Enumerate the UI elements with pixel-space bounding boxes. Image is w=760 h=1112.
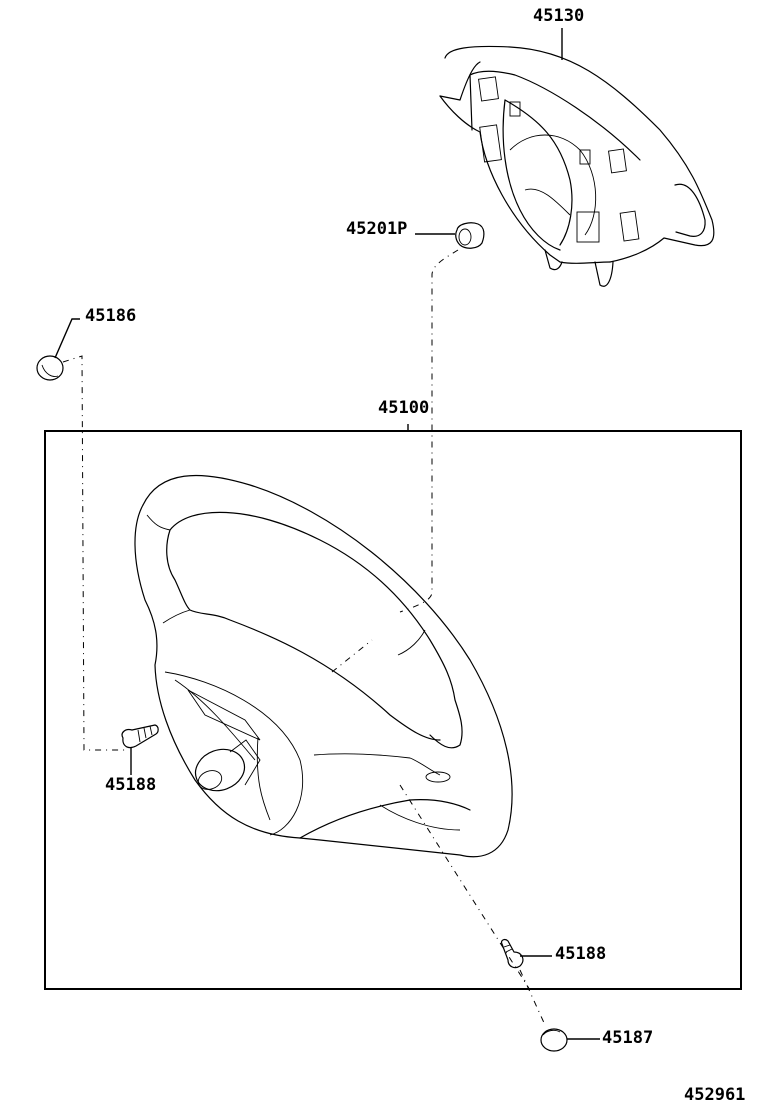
screw-right-drawing (500, 938, 552, 1026)
horn-pad-drawing (439, 28, 715, 287)
figure-number: 452961 (684, 1085, 746, 1105)
part-label-45201p: 45201P (346, 219, 408, 239)
steering-wheel-drawing (134, 474, 531, 991)
part-label-45186: 45186 (85, 306, 137, 326)
part-label-45188-left: 45188 (105, 775, 157, 795)
cap-right-drawing (540, 1028, 600, 1052)
screw-left-drawing (121, 724, 159, 775)
assembly-box (44, 430, 742, 990)
part-label-45188-right: 45188 (555, 944, 607, 964)
part-label-45130: 45130 (533, 6, 585, 26)
part-label-45187: 45187 (602, 1028, 654, 1048)
cap-left-drawing (36, 318, 128, 751)
nut-drawing (399, 222, 485, 613)
part-label-45100: 45100 (378, 398, 430, 418)
